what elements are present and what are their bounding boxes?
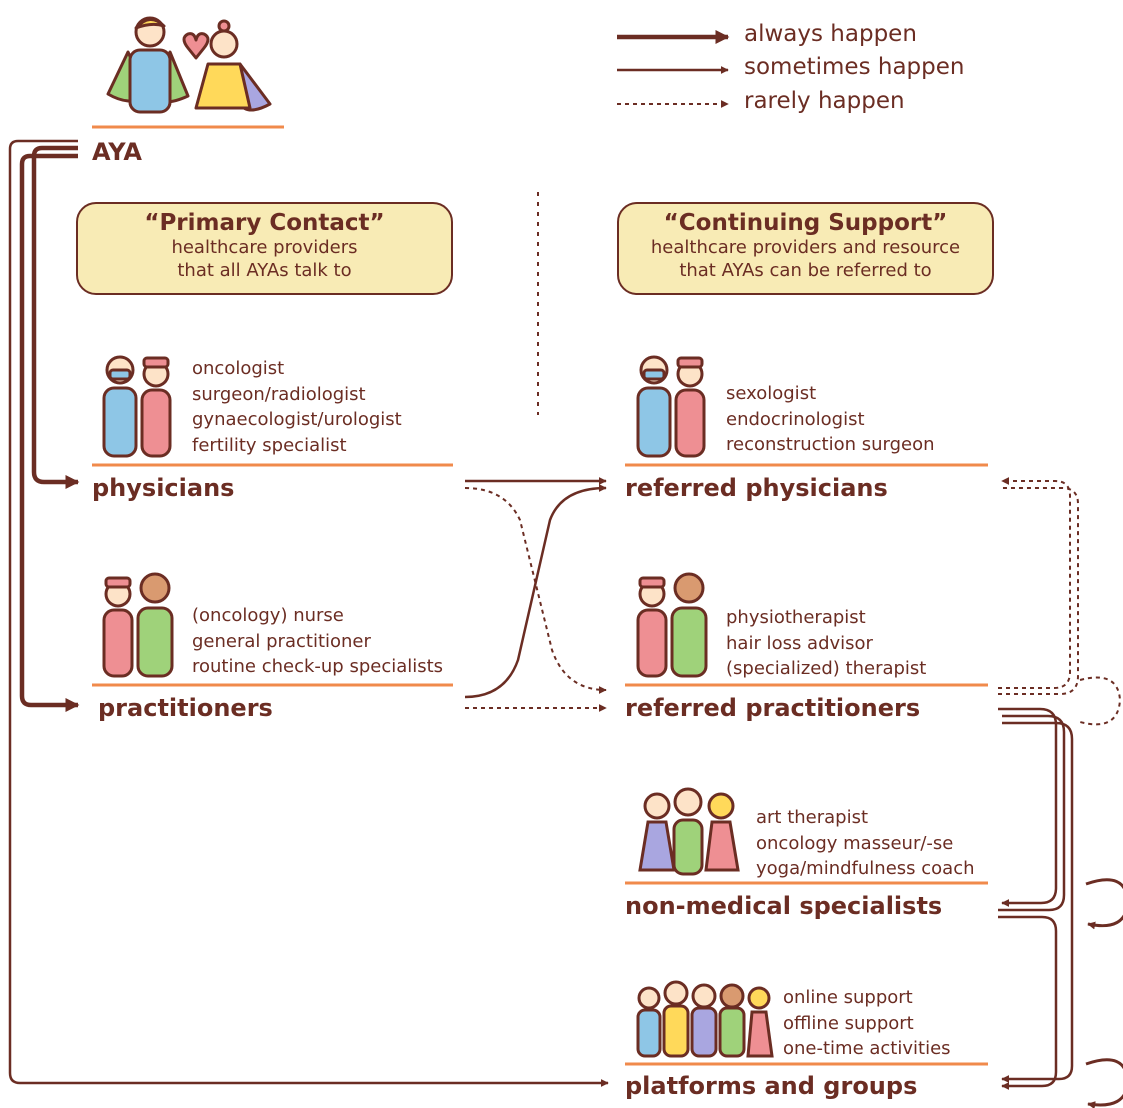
node-physicians: physicians	[92, 474, 235, 502]
physicians-item: surgeon/radiologist	[192, 383, 366, 405]
primary-contact-line-1: healthcare providers	[171, 237, 358, 258]
platforms-groups-illustration	[636, 980, 774, 1058]
physicians-item: gynaecologist/urologist	[192, 409, 402, 430]
arrow-ref-practitioners-to-non-medical	[998, 707, 1058, 907]
arrow-non-medical-to-platforms	[998, 915, 1058, 1090]
non-medical-item: oncology masseur/-se	[756, 832, 954, 854]
referred-physicians-item: endocrinologist	[726, 408, 865, 430]
primary-contact-line-2: that all AYAs talk to	[177, 260, 352, 281]
platforms-item: online support	[783, 987, 913, 1008]
referred-physicians-item: sexologist	[726, 383, 817, 404]
loop-platforms	[1085, 1058, 1123, 1108]
referred-practitioners-items: physiotherapist hair loss advisor (speci…	[726, 605, 926, 682]
loop-non-medical	[1085, 878, 1123, 930]
physicians-items: oncologist surgeon/radiologist gynaecolo…	[192, 356, 402, 458]
legend-lines	[617, 30, 730, 108]
referred-physicians-item: reconstruction surgeon	[726, 434, 935, 455]
physicians-item: fertility specialist	[192, 434, 347, 456]
arrow-ref-practitioners-to-ref-physicians	[998, 477, 1071, 689]
continuing-support-line-1: healthcare providers and resource	[650, 237, 961, 258]
node-referred-practitioners: referred practitioners	[625, 694, 921, 722]
continuing-support-box: “Continuing Support” healthcare provider…	[617, 202, 994, 295]
legend-rarely-label: rarely happen	[744, 88, 905, 114]
continuing-support-title: “Continuing Support”	[663, 210, 948, 236]
loop-ref-practitioners	[1079, 676, 1122, 726]
arrow-physicians-to-referred-practitioners	[464, 487, 607, 694]
physicians-illustration	[102, 355, 172, 458]
referred-practitioners-item: physiotherapist	[726, 607, 866, 628]
platforms-items: online support offline support one-time …	[783, 985, 951, 1062]
referred-practitioners-item: hair loss advisor	[726, 632, 873, 654]
non-medical-item: yoga/mindfulness coach	[756, 858, 975, 879]
aya-couple-illustration	[106, 16, 272, 114]
physicians-item: oncologist	[192, 358, 285, 379]
primary-contact-title: “Primary Contact”	[144, 210, 385, 236]
arrow-aya-to-practitioners	[19, 153, 80, 712]
practitioners-items: (oncology) nurse general practitioner ro…	[192, 603, 443, 680]
referred-practitioners-item: (specialized) therapist	[726, 658, 927, 679]
arrow-non-medical-to-ref-practitioners	[998, 714, 1066, 912]
arrow-aya-to-platforms	[8, 139, 609, 1087]
arrow-aya-to-physicians	[31, 145, 80, 489]
arrow-practitioners-to-referred-physicians	[464, 484, 607, 699]
referred-physicians-illustration	[636, 355, 706, 458]
arrow-ref-practitioners-to-platforms	[1001, 721, 1074, 1083]
platforms-item: one-time activities	[783, 1038, 951, 1059]
primary-contact-box: “Primary Contact” healthcare providers t…	[76, 202, 453, 295]
non-medical-specialists-illustration	[638, 787, 740, 876]
non-medical-items: art therapist oncology masseur/-se yoga/…	[756, 805, 975, 882]
node-platforms-and-groups: platforms and groups	[625, 1072, 918, 1100]
node-referred-physicians: referred physicians	[625, 474, 888, 502]
practitioners-item: routine check-up specialists	[192, 656, 444, 677]
node-practitioners: practitioners	[98, 694, 273, 722]
referred-physicians-items: sexologist endocrinologist reconstructio…	[726, 381, 935, 458]
practitioners-illustration	[102, 572, 174, 678]
arrow-ref-practitioners-to-ref-physicians-2	[998, 487, 1079, 695]
underlines	[92, 125, 988, 1066]
legend-sometimes-label: sometimes happen	[744, 54, 965, 80]
continuing-support-line-2: that AYAs can be referred to	[679, 260, 932, 281]
node-non-medical-specialists: non-medical specialists	[625, 892, 943, 920]
non-medical-item: art therapist	[756, 807, 869, 828]
legend-always-label: always happen	[744, 21, 917, 47]
node-aya: AYA	[92, 138, 142, 166]
referred-practitioners-illustration	[636, 572, 708, 678]
practitioners-item: general practitioner	[192, 630, 371, 652]
practitioners-item: (oncology) nurse	[192, 605, 344, 626]
platforms-item: offline support	[783, 1012, 914, 1034]
